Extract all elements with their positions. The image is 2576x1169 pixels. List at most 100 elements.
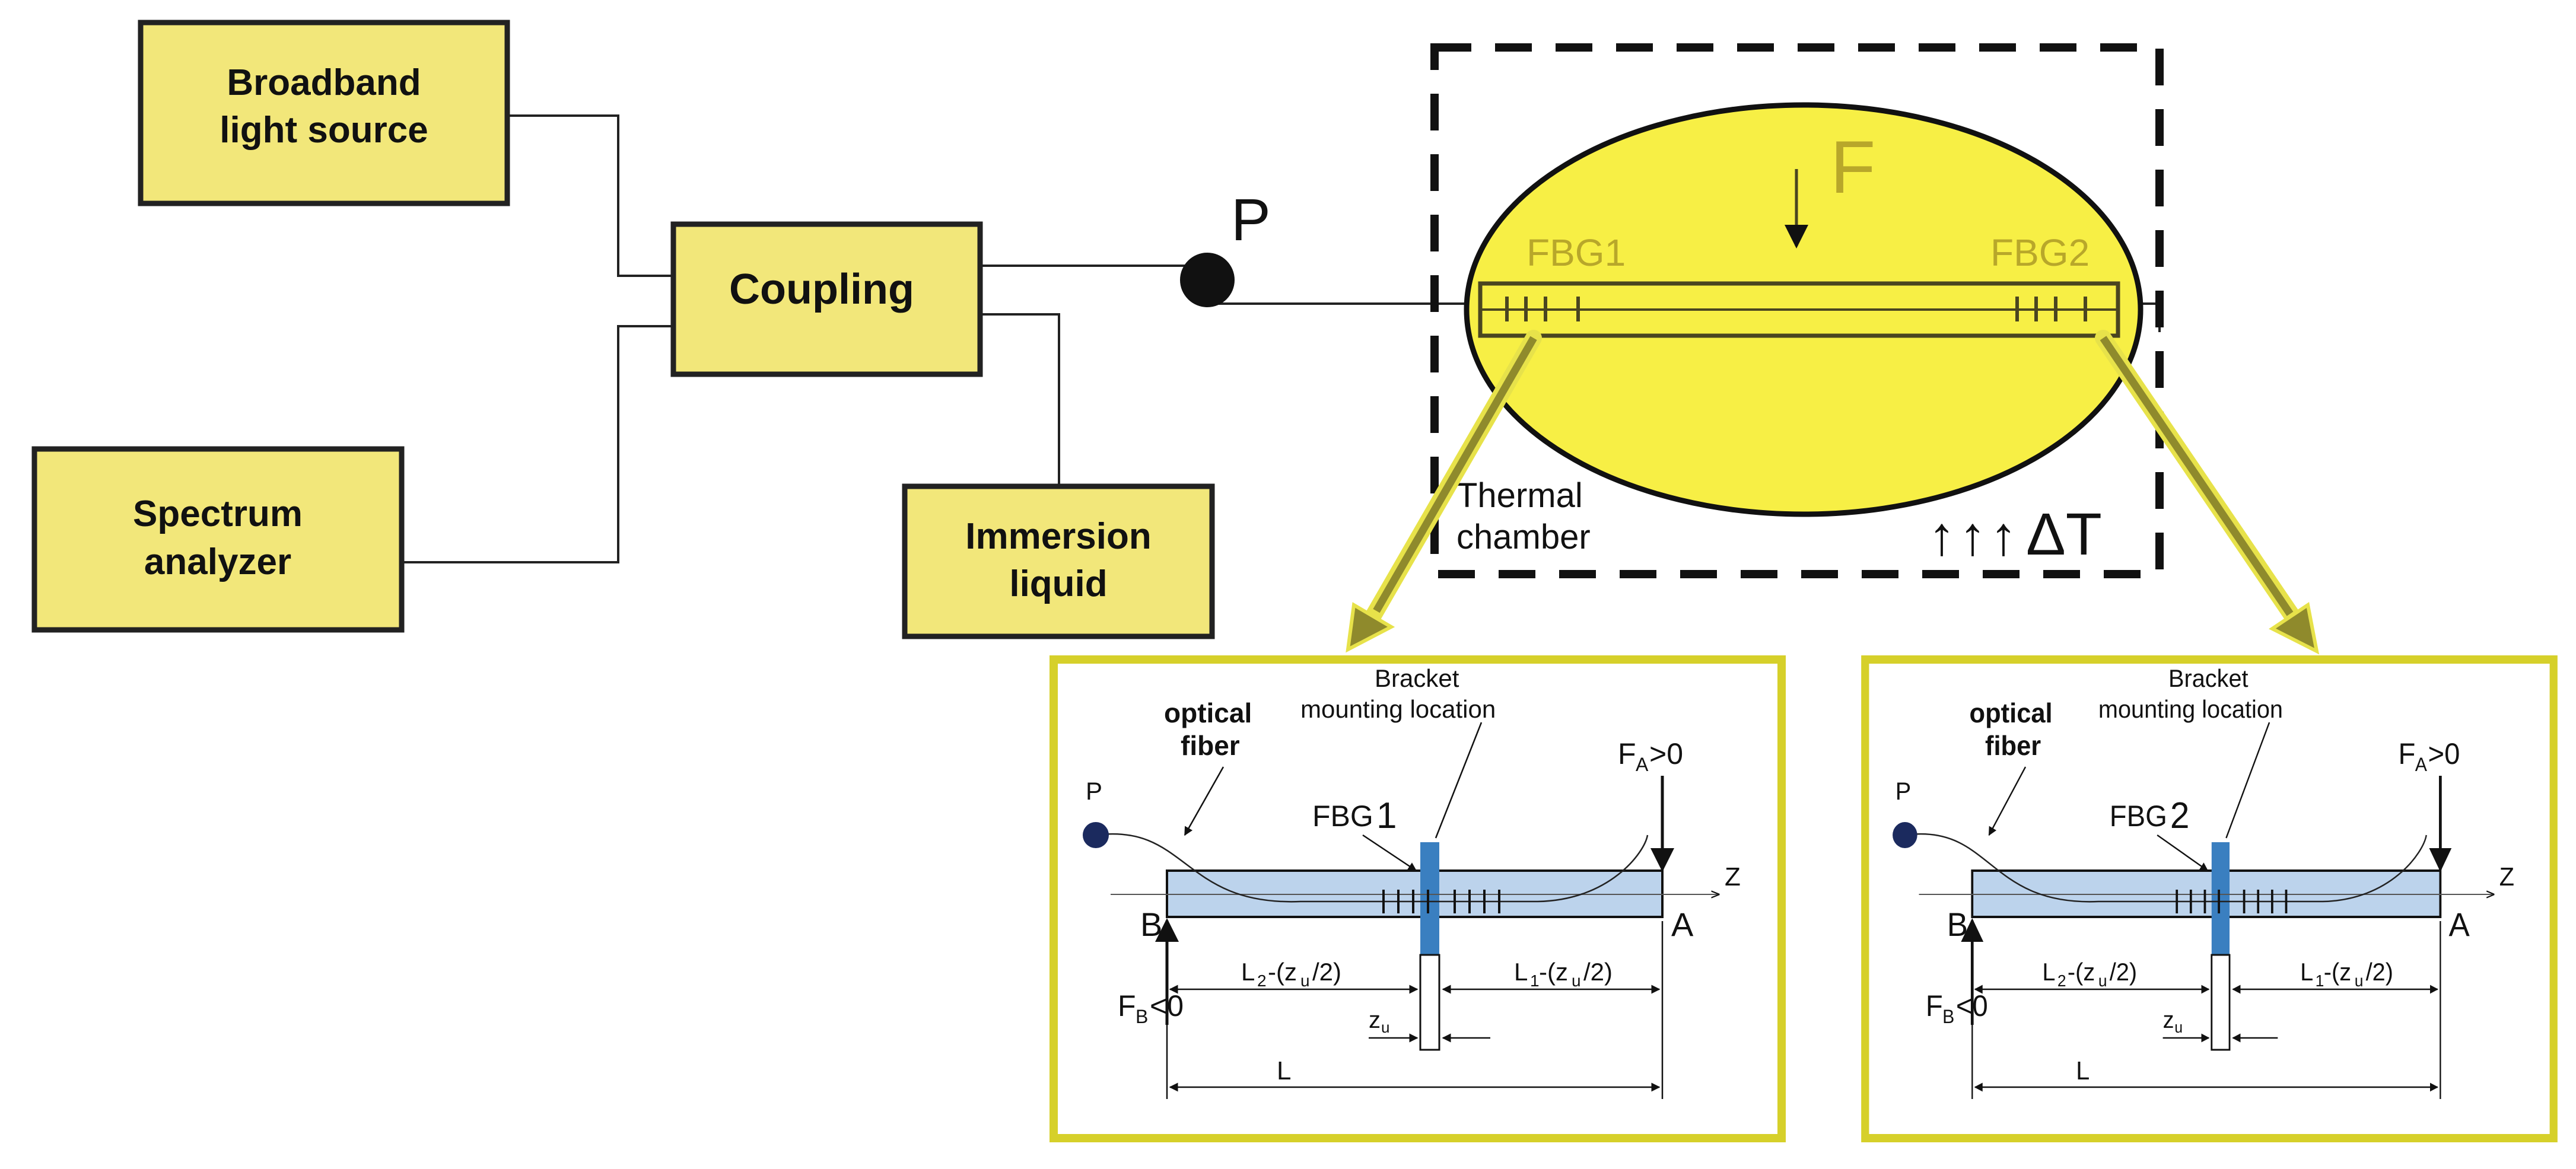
dim-l1-end: /2) [1583,958,1613,986]
bracket-leader-line [2225,722,2270,839]
bracket-stem [2211,954,2231,1051]
immersion-label-line1: Immersion [965,516,1152,557]
fbg2-label: FBG2 [1990,231,2090,274]
source-label-line1: Broadband [227,62,421,103]
fbg2-grating-marks [2015,297,2087,321]
dimension-lines [1971,921,2441,1099]
fbg1-label: FBG1 [1526,231,1626,274]
spectrum-label-line2: analyzer [144,542,291,582]
dim-l1-u: u [2355,971,2364,990]
optical-fiber-path [1095,833,1649,903]
broadband-light-source-block: Broadband light source [138,20,510,206]
thermal-chamber-label-line1: Thermal [1456,476,1583,515]
fbg-index-label: 2 [2170,794,2190,836]
point-p-dot [1180,253,1235,307]
force-a-condition: >0 [1649,737,1683,770]
dim-l2-u: u [1300,971,1310,990]
spectrum-analyzer-block: Spectrum analyzer [31,446,405,633]
fbg-grating-marks [1382,890,1500,913]
bracket-stem [1419,954,1440,1051]
dim-l1-end: /2) [2366,958,2393,986]
line-spectrum-to-coupling [402,325,673,563]
line-source-to-coupling [507,114,673,277]
force-a-label: F [1618,737,1636,770]
bracket-label-line1: Bracket [2168,664,2249,692]
dim-l2-u: u [2098,971,2107,990]
point-p-label: P [1231,187,1271,253]
force-b-label: F [1926,990,1943,1023]
end-a-label: A [1671,906,1694,943]
dim-l2-label: L [1241,958,1255,986]
coupling-block: Coupling [670,221,983,377]
spectrum-label-line1: Spectrum [133,493,303,534]
z-axis-label: Z [2499,862,2514,891]
dimension-lines [1166,921,1664,1099]
dim-l1-label: L [1514,958,1528,986]
bracket-mount [2211,842,2230,955]
coupling-label: Coupling [729,266,914,313]
force-a-condition: >0 [2428,738,2460,771]
bracket-label-line1: Bracket [1375,664,1459,692]
force-b-label: F [1118,989,1136,1023]
source-label-line2: light source [220,110,428,151]
dim-l2-mid: -(z [1268,958,1297,986]
temperature-rise-arrows: ↑↑↑ [1928,506,2021,566]
dim-l2-label: L [2042,958,2055,986]
dim-l-label: L [1277,1056,1291,1085]
dim-l2-sub: 2 [2057,971,2066,990]
optical-fiber-label-line1: optical [1164,697,1252,728]
force-b-sub: B [1942,1006,1954,1027]
dim-l2-sub: 2 [1257,971,1267,990]
fiber-leader-line [1988,766,2027,836]
force-a-label: F [2398,738,2415,771]
fbg-grating-marks [2176,890,2288,913]
bracket-mount [1420,842,1439,955]
force-a-sub: A [2415,754,2427,775]
dim-zu-label: z [1369,1007,1381,1033]
dim-l2-end: /2) [1312,958,1341,986]
force-a-sub: A [1636,754,1649,775]
delta-t-label: ΔT [2026,501,2102,568]
immersion-label-line2: liquid [1009,563,1107,604]
dim-zu-sub: u [2174,1019,2183,1036]
end-b-label: B [1140,906,1162,943]
optical-fiber-path [1904,833,2427,903]
fbg-label: FBG [2110,800,2167,833]
immersion-liquid-block: Immersion liquid [902,483,1215,639]
line-coupling-to-immersion [980,313,1060,486]
dim-zu-label: z [2163,1007,2174,1033]
dim-l1-sub: 1 [2316,971,2324,990]
dim-zu-sub: u [1381,1018,1389,1036]
callout-arrows [1346,330,2320,655]
fbg-index-label: 1 [1376,795,1397,836]
point-p-dot [1083,822,1109,848]
point-p-dot [1893,822,1917,848]
bracket-label-line2: mounting location [2098,695,2283,723]
dim-l2-end: /2) [2110,958,2137,986]
dim-l1-mid: -(z [1539,958,1568,986]
dim-l1-sub: 1 [1530,971,1540,990]
end-a-label: A [2449,906,2470,944]
dim-l1-mid: -(z [2324,958,2351,986]
point-p-label: P [1896,777,1911,805]
dim-l1-label: L [2300,958,2313,986]
fbg1-grating-marks [1505,297,1580,321]
fbg-leader-line [2157,834,2209,872]
fbg-label: FBG [1312,799,1373,833]
end-b-label: B [1947,906,1968,944]
bracket-leader-line [1435,722,1483,839]
dim-l-label: L [2076,1056,2090,1085]
optical-fiber-label-line1: optical [1970,698,2053,728]
dim-l1-u: u [1572,971,1581,990]
thermal-chamber-label-line2: chamber [1456,518,1591,556]
z-axis-label: Z [1725,862,1741,891]
force-b-sub: B [1136,1006,1148,1027]
optical-fiber-label-line2: fiber [1985,731,2041,761]
point-p-label: P [1086,777,1102,805]
fbg-leader-line [1362,834,1417,872]
dim-l2-mid: -(z [2068,958,2095,986]
